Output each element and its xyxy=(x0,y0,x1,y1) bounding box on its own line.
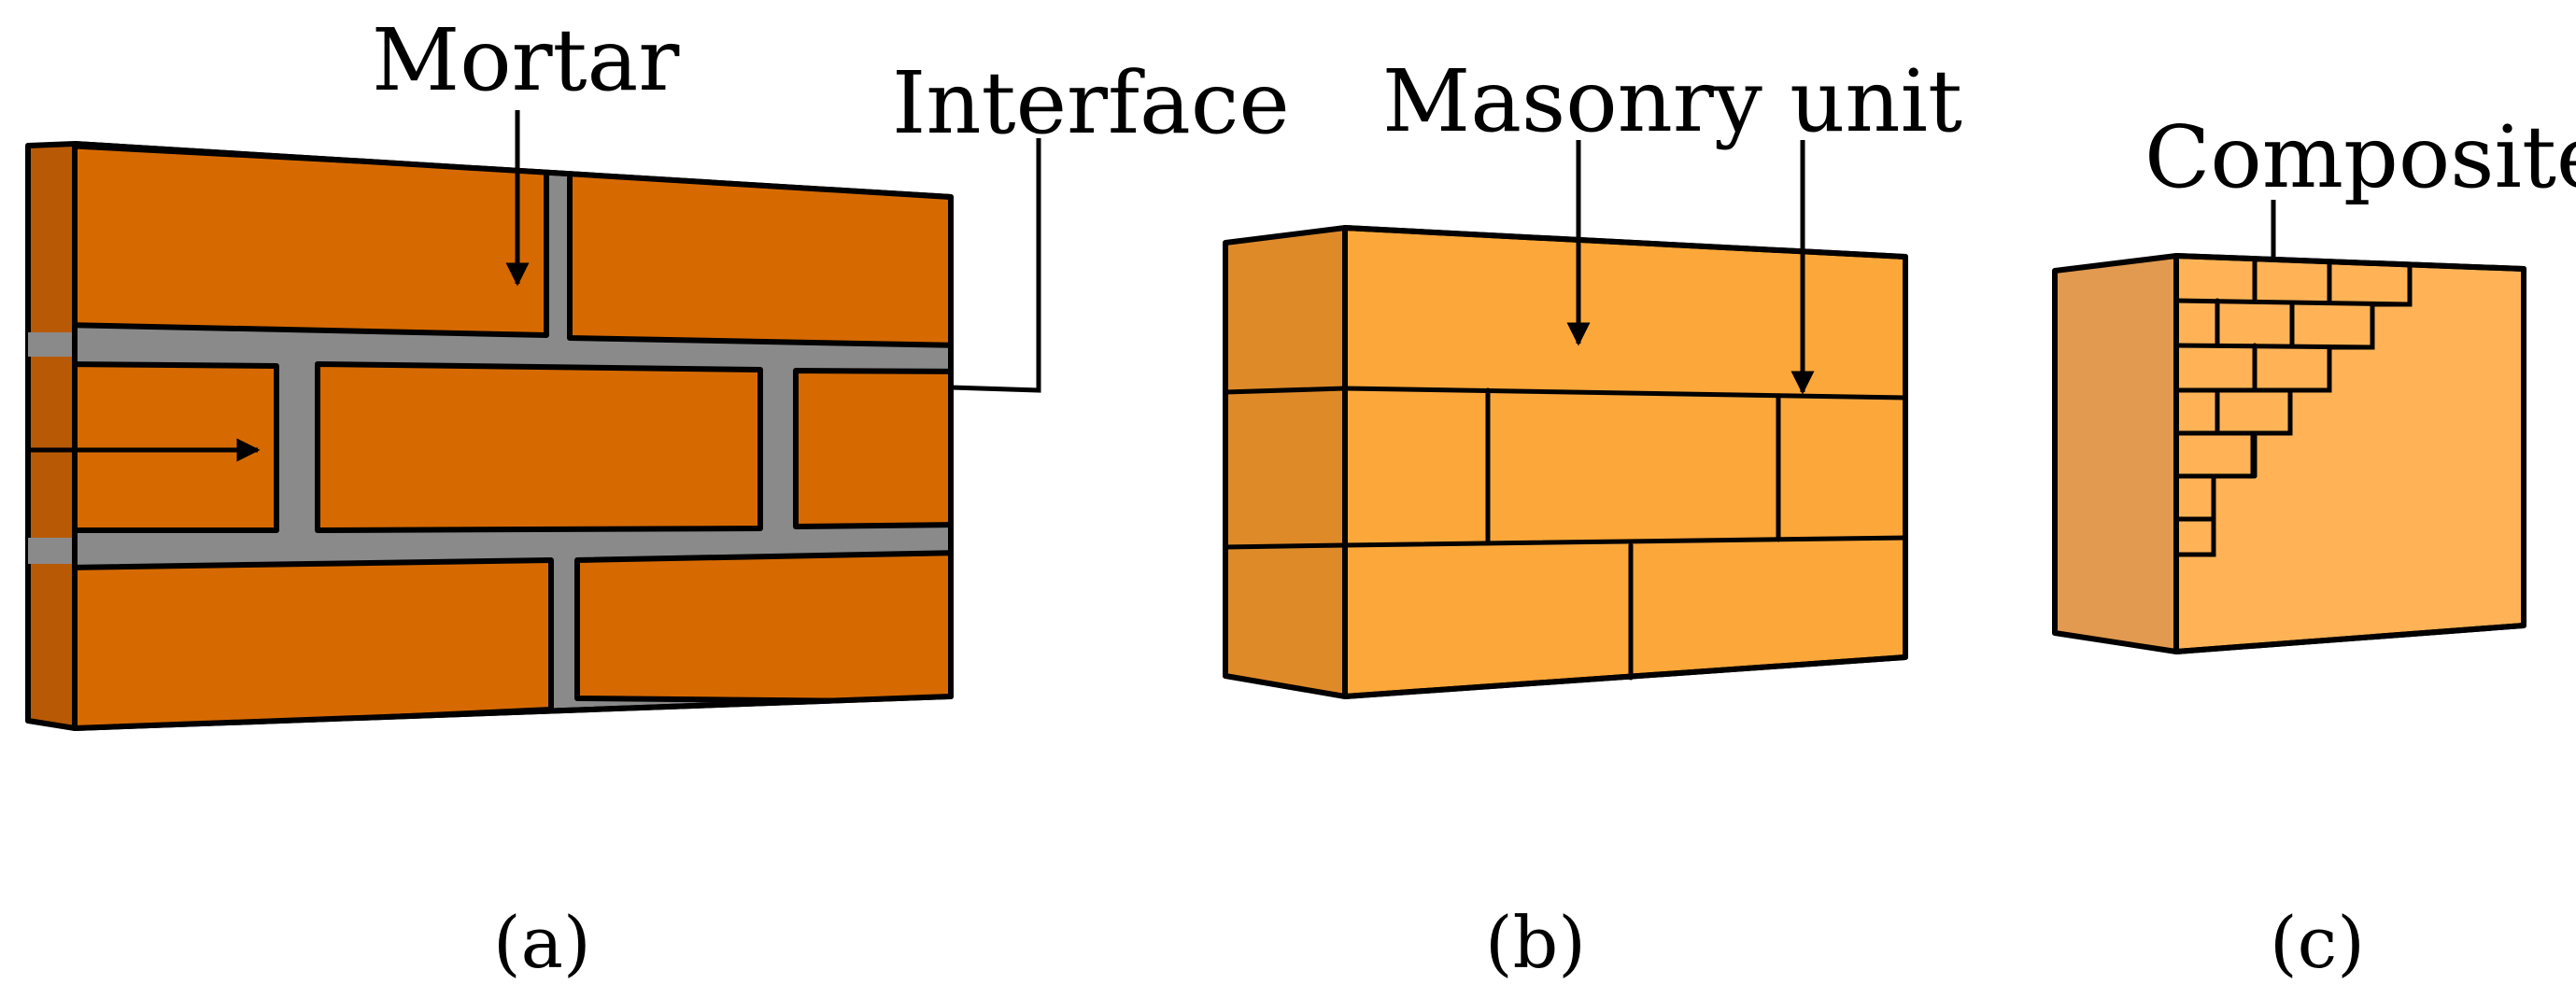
composite-label: Composite xyxy=(2144,107,2576,207)
panel-a-brick xyxy=(75,144,549,338)
interface-leader-line xyxy=(950,138,1041,393)
caption-a: (a) xyxy=(493,901,591,984)
masonry-unit-label: Masonry unit xyxy=(1382,51,1962,151)
panel-b-bed-joint xyxy=(1342,535,1908,548)
composite-brick-pattern xyxy=(2173,257,2413,557)
panel-a-brick xyxy=(315,361,763,533)
panel-b-side-joint xyxy=(1223,386,1348,395)
panel-a-side-face xyxy=(25,141,78,731)
panel-c: Composite xyxy=(2052,107,2576,654)
panel-b: Masonry unit xyxy=(1223,51,1962,699)
panel-b-side-joint xyxy=(1223,542,1348,550)
panel-c-side-face xyxy=(2052,253,2179,654)
panel-a-brick xyxy=(75,557,554,728)
panel-c-outline xyxy=(2173,253,2526,654)
caption-c: (c) xyxy=(2270,901,2365,984)
panel-a-side-mortar-1 xyxy=(28,332,75,357)
panel-a-side-mortar-2 xyxy=(28,538,75,564)
panel-b-outline xyxy=(1342,225,1908,699)
panel-b-side-face xyxy=(1223,225,1348,699)
panel-b-bed-joint xyxy=(1342,386,1908,401)
panel-c-front-face xyxy=(2173,253,2526,654)
panel-a-brick xyxy=(75,361,279,533)
panel-a-brick xyxy=(567,169,951,348)
panel-a-brick xyxy=(574,550,951,705)
panel-a: Mortar Interface xyxy=(25,10,1290,731)
panel-a-brick xyxy=(793,368,951,529)
caption-b: (b) xyxy=(1485,901,1586,984)
mortar-label: Mortar xyxy=(372,10,679,110)
panel-a-outline xyxy=(72,141,954,731)
panel-b-front-face xyxy=(1342,225,1908,699)
interface-label: Interface xyxy=(892,53,1290,153)
